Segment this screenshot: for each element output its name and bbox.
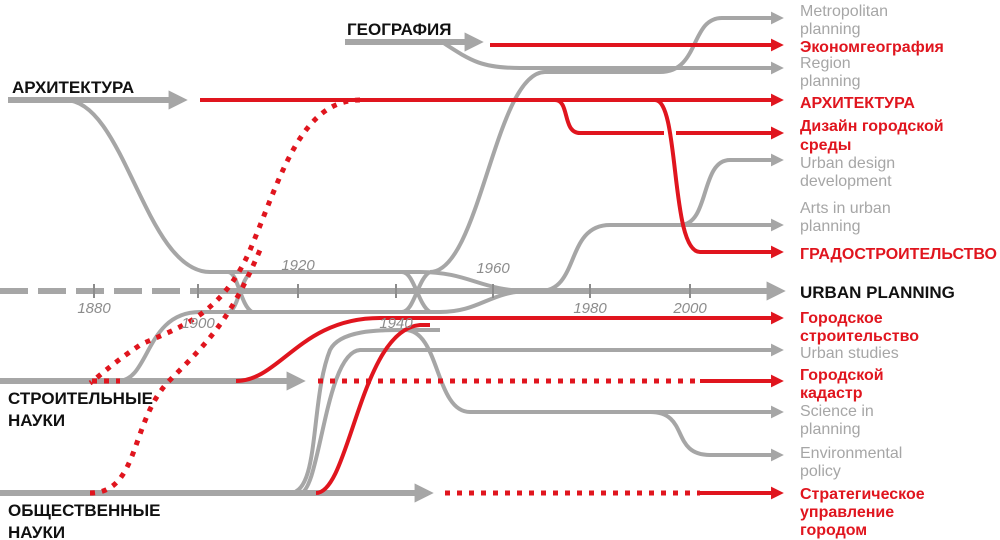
red-flows <box>88 38 784 500</box>
target-urban-env-design-line2: среды <box>800 137 851 154</box>
target-urban-construction-line2: строительство <box>800 328 919 345</box>
target-environmental-line2: policy <box>800 463 841 480</box>
target-science-line2: planning <box>800 421 861 438</box>
year-1900: 1900 <box>181 315 215 332</box>
target-urban-design-dev-line2: development <box>800 173 892 190</box>
timeline <box>0 281 786 301</box>
timeline-lower <box>248 289 531 314</box>
social-to-lower <box>289 328 440 495</box>
target-strategic-line3: городом <box>800 522 867 539</box>
year-1980: 1980 <box>573 300 607 317</box>
target-architecture: АРХИТЕКТУРА <box>800 95 915 112</box>
target-strategic-line2: управление <box>800 504 894 521</box>
source-geography: ГЕОГРАФИЯ <box>347 20 451 39</box>
target-cadastre-line1: Городской <box>800 367 884 384</box>
source-social-sciences-line2: НАУКИ <box>8 523 65 540</box>
target-environmental-line1: Environmental <box>800 445 902 462</box>
year-1940: 1940 <box>379 315 413 332</box>
source-labels: ГЕОГРАФИЯ АРХИТЕКТУРА СТРОИТЕЛЬНЫЕ НАУКИ… <box>8 20 451 540</box>
social-red-to-construction <box>315 323 430 495</box>
building-to-timeline <box>117 310 248 383</box>
target-urban-design-dev-line1: Urban design <box>800 155 895 172</box>
source-architecture: АРХИТЕКТУРА <box>12 78 134 97</box>
target-labels: Metropolitan planning Экономгеография Re… <box>800 3 997 539</box>
social-lower-link <box>299 348 430 495</box>
year-2000: 2000 <box>672 300 707 317</box>
geography-to-region <box>440 40 784 75</box>
target-urban-studies: Urban studies <box>800 345 899 362</box>
architecture-to-timeline <box>64 98 420 274</box>
to-town-planning <box>654 98 784 259</box>
target-arts-line1: Arts in urban <box>800 200 891 217</box>
architecture-dotted-descent <box>88 97 361 386</box>
to-metropolitan <box>429 11 784 274</box>
target-urban-construction-line1: Городское <box>800 310 883 327</box>
target-strategic-line1: Стратегическое <box>800 486 925 503</box>
target-region-line2: planning <box>800 73 861 90</box>
gray-flows <box>0 11 784 503</box>
source-building-sciences-line1: СТРОИТЕЛЬНЫЕ <box>8 389 153 408</box>
to-environmental <box>649 410 784 462</box>
target-cadastre-line2: кадастр <box>800 385 863 402</box>
source-social-sciences-line1: ОБЩЕСТВЕННЫЕ <box>8 501 161 520</box>
target-town-planning: ГРАДОСТРОИТЕЛЬСТВО <box>800 246 997 263</box>
to-science-in-planning <box>404 328 784 419</box>
source-building-sciences-line2: НАУКИ <box>8 411 65 430</box>
target-metropolitan-line1: Metropolitan <box>800 3 888 20</box>
social-dotted-ascent <box>89 249 263 496</box>
timeline-label: URBAN PLANNING <box>800 283 955 302</box>
target-metropolitan-line2: planning <box>800 21 861 38</box>
year-labels: 1880 1900 1920 1940 1960 1980 2000 <box>77 257 707 332</box>
timeline-ticks <box>93 284 691 298</box>
building-red-solid <box>235 311 784 383</box>
year-1960: 1960 <box>476 260 510 277</box>
target-urban-env-design-line1: Дизайн городской <box>800 118 944 135</box>
architecture-to-urban-env <box>554 98 660 135</box>
target-economic-geography: Экономгеография <box>800 39 944 56</box>
target-arts-line2: planning <box>800 218 861 235</box>
year-1880: 1880 <box>77 300 111 317</box>
target-region-line1: Region <box>800 55 851 72</box>
target-science-line1: Science in <box>800 403 874 420</box>
year-1920: 1920 <box>281 257 315 274</box>
